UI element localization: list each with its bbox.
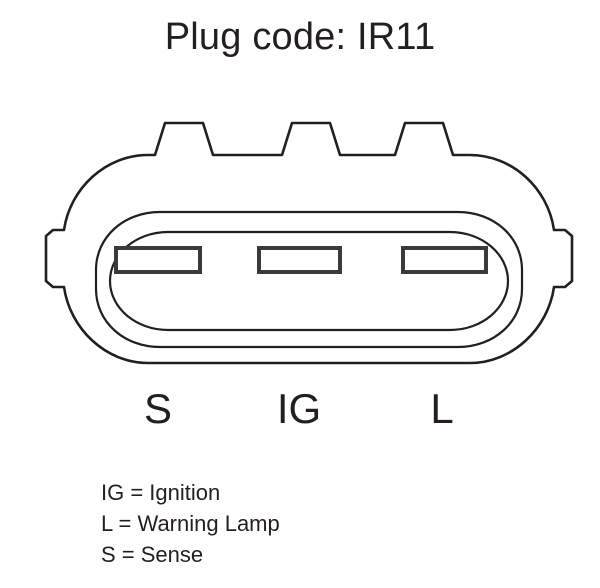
pin-label-l: L xyxy=(430,385,454,432)
page-title: Plug code: IR11 xyxy=(164,16,436,58)
pin-label-row: S IG L xyxy=(0,386,600,432)
pin-slot-ig xyxy=(257,246,342,274)
legend-item-s: S = Sense xyxy=(101,542,204,567)
legend-item-l: L = Warning Lamp xyxy=(101,511,280,536)
pin-slot-s xyxy=(114,246,202,274)
connector-diagram xyxy=(44,121,574,365)
pin-label-ig: IG xyxy=(276,385,322,432)
legend: IG = Ignition L = Warning Lamp S = Sense xyxy=(101,477,521,570)
connector-outer-shell xyxy=(44,121,574,365)
legend-item-ig: IG = Ignition xyxy=(101,480,221,505)
pin-slot-l xyxy=(401,246,488,274)
connector-inner-wall xyxy=(94,210,524,349)
pin-label-s: S xyxy=(143,385,172,432)
